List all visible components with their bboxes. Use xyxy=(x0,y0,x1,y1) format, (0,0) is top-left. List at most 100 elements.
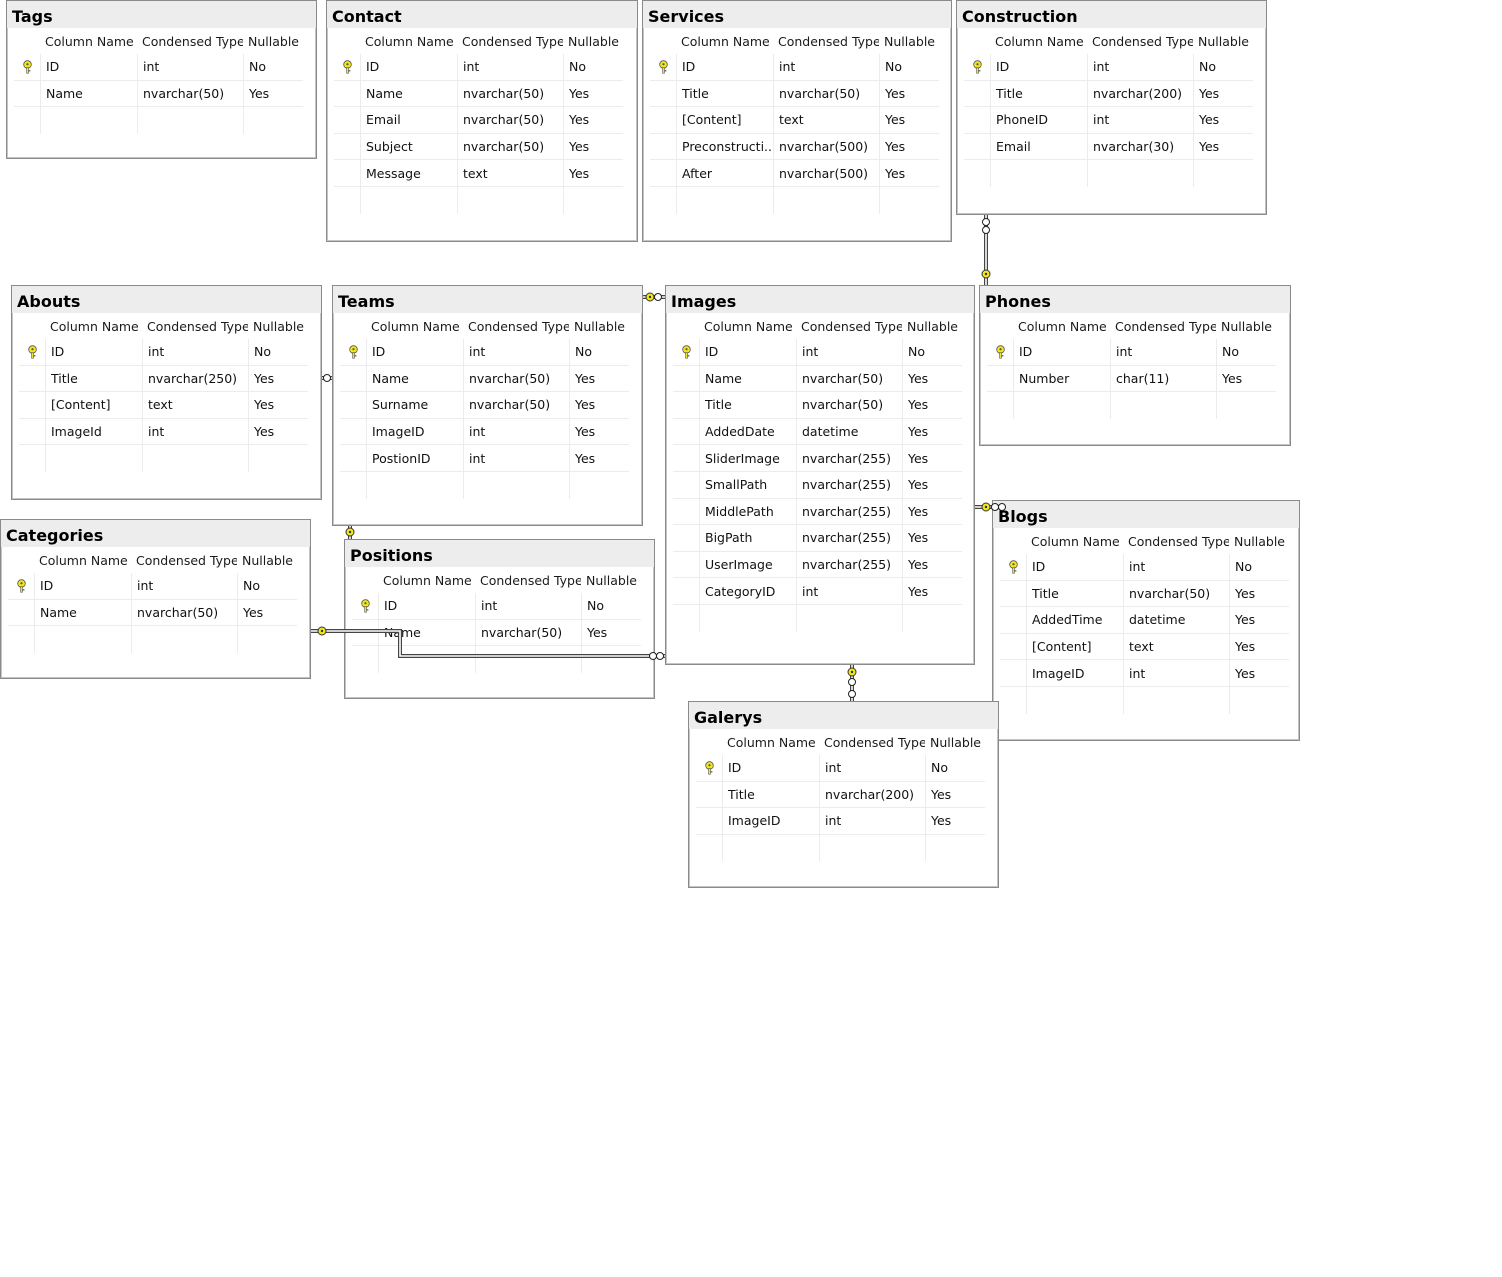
column-name-cell[interactable]: [Content] xyxy=(676,107,773,133)
condensed-type-cell[interactable]: int xyxy=(1123,660,1229,686)
condensed-type-cell[interactable]: int xyxy=(1087,54,1193,80)
relationship-images-teams[interactable] xyxy=(643,292,665,302)
column-name-cell[interactable]: Name xyxy=(40,80,137,107)
empty-cell[interactable] xyxy=(45,445,142,472)
nullable-header[interactable]: Nullable xyxy=(884,33,935,49)
column-name-header[interactable]: Column Name xyxy=(39,552,128,568)
condensed-type-cell[interactable]: int xyxy=(796,578,902,604)
row-selector[interactable] xyxy=(673,392,699,418)
column-name-header[interactable]: Column Name xyxy=(383,572,472,588)
new-column-row[interactable] xyxy=(696,834,985,862)
nullable-cell[interactable]: No xyxy=(1216,339,1276,365)
primary-key-icon[interactable] xyxy=(19,339,45,365)
column-name-cell[interactable]: ImageID xyxy=(722,808,819,834)
column-name-cell[interactable]: ID xyxy=(990,54,1087,80)
nullable-cell[interactable]: Yes xyxy=(879,107,939,133)
row-selector[interactable] xyxy=(8,600,34,626)
empty-cell[interactable] xyxy=(366,471,463,499)
empty-cell[interactable] xyxy=(650,187,676,214)
condensed-type-header[interactable]: Condensed Type xyxy=(480,572,581,588)
empty-cell[interactable] xyxy=(1229,686,1289,714)
nullable-cell[interactable]: Yes xyxy=(237,599,297,626)
row-selector[interactable] xyxy=(673,419,699,445)
column-name-cell[interactable]: ID xyxy=(676,54,773,80)
condensed-type-cell[interactable]: nvarchar(200) xyxy=(1087,80,1193,107)
condensed-type-header[interactable]: Condensed Type xyxy=(147,318,248,334)
table-title[interactable]: Construction xyxy=(957,1,1266,28)
nullable-cell[interactable]: No xyxy=(248,339,308,365)
nullable-cell[interactable]: No xyxy=(563,54,623,80)
nullable-cell[interactable]: Yes xyxy=(1193,80,1253,107)
condensed-type-header[interactable]: Condensed Type xyxy=(1115,318,1216,334)
nullable-cell[interactable]: Yes xyxy=(925,781,985,808)
row-selector[interactable] xyxy=(964,107,990,133)
empty-cell[interactable] xyxy=(340,472,366,499)
column-name-cell[interactable]: Title xyxy=(699,392,796,418)
table-title[interactable]: Tags xyxy=(7,1,316,28)
nullable-cell[interactable]: Yes xyxy=(879,133,939,160)
column-name-cell[interactable]: ID xyxy=(1026,554,1123,580)
row-selector[interactable] xyxy=(650,107,676,133)
condensed-type-cell[interactable]: nvarchar(255) xyxy=(796,525,902,551)
new-column-row[interactable] xyxy=(987,392,1276,419)
empty-cell[interactable] xyxy=(137,107,243,134)
condensed-type-cell[interactable]: int xyxy=(463,339,569,365)
relationship-images-abouts[interactable] xyxy=(322,374,332,382)
nullable-cell[interactable]: Yes xyxy=(902,498,962,525)
empty-cell[interactable] xyxy=(334,187,360,214)
condensed-type-cell[interactable]: nvarchar(50) xyxy=(131,599,237,626)
nullable-header[interactable]: Nullable xyxy=(586,572,637,588)
nullable-cell[interactable]: Yes xyxy=(1229,580,1289,607)
condensed-type-cell[interactable]: nvarchar(50) xyxy=(475,619,581,646)
empty-cell[interactable] xyxy=(1026,686,1123,714)
column-name-header[interactable]: Column Name xyxy=(1031,533,1120,549)
empty-cell[interactable] xyxy=(902,604,962,632)
condensed-type-cell[interactable]: nvarchar(250) xyxy=(142,365,248,392)
empty-cell[interactable] xyxy=(352,646,378,673)
row-selector[interactable] xyxy=(1000,660,1026,686)
nullable-header[interactable]: Nullable xyxy=(242,552,293,568)
column-name-header[interactable]: Column Name xyxy=(681,33,770,49)
new-column-row[interactable] xyxy=(650,186,939,214)
nullable-cell[interactable]: Yes xyxy=(902,578,962,604)
table-title[interactable]: Blogs xyxy=(993,501,1299,528)
row-selector[interactable] xyxy=(987,366,1013,392)
column-name-cell[interactable]: ImageID xyxy=(366,418,463,445)
nullable-cell[interactable]: Yes xyxy=(902,471,962,498)
new-column-row[interactable] xyxy=(340,471,629,499)
nullable-cell[interactable]: Yes xyxy=(902,525,962,551)
nullable-cell[interactable]: Yes xyxy=(569,418,629,445)
nullable-cell[interactable]: No xyxy=(243,54,303,80)
row-selector[interactable] xyxy=(334,134,360,160)
condensed-type-cell[interactable]: nvarchar(50) xyxy=(463,392,569,418)
nullable-header[interactable]: Nullable xyxy=(1198,33,1249,49)
row-selector[interactable] xyxy=(673,578,699,604)
column-name-header[interactable]: Column Name xyxy=(365,33,454,49)
row-selector[interactable] xyxy=(1000,634,1026,660)
column-name-cell[interactable]: ID xyxy=(34,573,131,599)
row-selector[interactable] xyxy=(334,160,360,186)
condensed-type-cell[interactable]: text xyxy=(142,392,248,418)
empty-cell[interactable] xyxy=(796,604,902,632)
row-selector[interactable] xyxy=(673,445,699,471)
column-name-cell[interactable]: Surname xyxy=(366,392,463,418)
column-name-cell[interactable]: [Content] xyxy=(1026,633,1123,660)
nullable-header[interactable]: Nullable xyxy=(930,734,981,750)
